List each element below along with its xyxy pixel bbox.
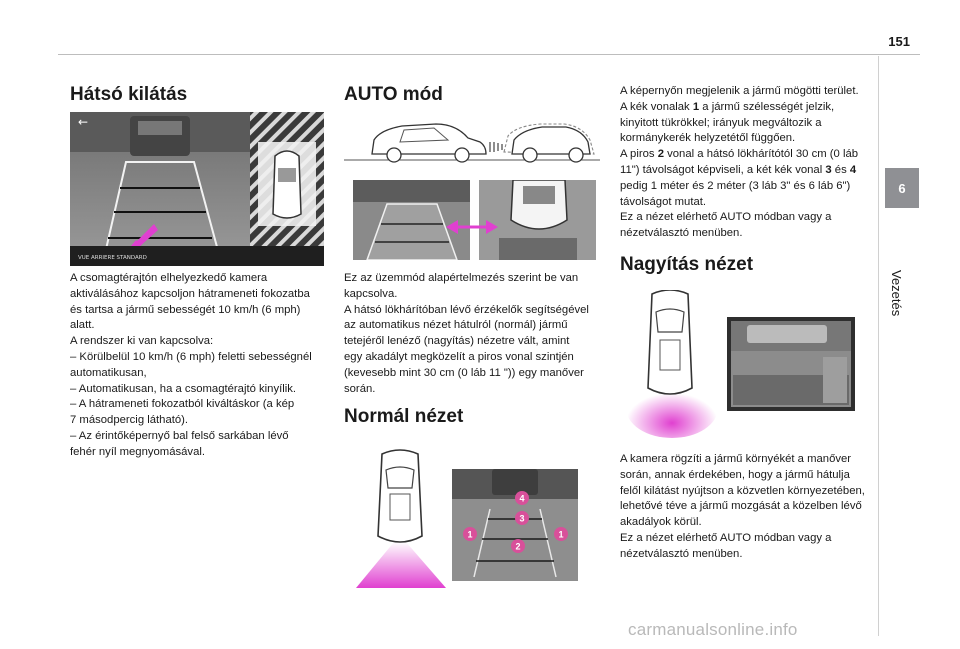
text-line: Ez az üzemmód alapértelmezés szerint be … — [344, 272, 579, 284]
text-line: lehetővé téve a jármű mozgását a közelbe… — [620, 500, 862, 513]
text-line: (kevesebb mint 30 cm (0 láb 11 ")) egy m… — [344, 366, 584, 379]
text-line: kapcsolva. — [344, 287, 398, 300]
right-body-text-top: A képernyőn megjelenik a jármű mögötti t… — [620, 84, 859, 242]
rear-view-camera-image — [353, 180, 470, 260]
text-line: – A hátrameneti fokozatból kiváltáskor (… — [70, 398, 295, 411]
text-line: fehér nyíl megnyomásával. — [70, 445, 205, 458]
guide-badge-1-right: 1 — [558, 530, 563, 540]
text-line: A kamera rögzíti a jármű környékét a man… — [620, 453, 852, 465]
chapter-title: Vezetés — [889, 270, 904, 317]
heading-zoom-view: Nagyítás nézet — [620, 254, 754, 275]
text-line: – Az érintőképernyő bal felső sarkában l… — [70, 429, 289, 442]
text-line: nézetválasztó menüben. — [620, 227, 743, 240]
svg-text:←: ← — [78, 115, 88, 129]
text-line: 11") távolságot képviseli, a két kék von… — [620, 163, 857, 176]
text-line: – Automatikusan, ha a csomagtérajtó kiny… — [70, 382, 297, 395]
text-line: A csomagtérajtón elhelyezkedő kamera — [70, 272, 268, 284]
text-line: Ez a nézet elérhető AUTO módban vagy a — [620, 531, 832, 544]
text-line: automatikusan, — [70, 366, 147, 379]
text-line: nézetválasztó menüben. — [620, 547, 743, 560]
text-line: A rendszer ki van kapcsolva: — [70, 335, 214, 348]
top-down-camera-image — [479, 180, 596, 260]
auto-mode-body-text: Ez az üzemmód alapértelmezés szerint be … — [344, 271, 589, 397]
heading-normal-view: Normál nézet — [344, 406, 464, 427]
text-line: akadályok körül. — [620, 516, 702, 529]
text-line: 7 másodpercig látható). — [70, 414, 189, 427]
chapter-number-tab[interactable]: 6 — [885, 168, 919, 208]
text-line: távolságot mutat. — [620, 195, 707, 208]
text-line: tetejéről lenéző (nagyítás) nézetre vált… — [344, 335, 570, 348]
car-side-sequence-image — [344, 112, 600, 168]
text-line: – Körülbelül 10 km/h (6 mph) feletti seb… — [70, 350, 312, 363]
guide-badge-4: 4 — [519, 494, 524, 504]
rear-camera-screen-image: ← VUE ARRIERE STANDARD — [70, 112, 324, 266]
heading-rear-view: Hátsó kilátás — [70, 84, 188, 105]
text-line: az automatikus nézet hátulról (normál) j… — [344, 319, 568, 332]
text-line: kinyitott tükrökkel; irányuk megváltozik… — [620, 116, 822, 129]
text-line: A kék vonalak 1 a jármű szélességét jelz… — [620, 100, 835, 113]
zoom-view-camera-image — [727, 317, 855, 411]
right-body-text-bottom: A kamera rögzíti a jármű környékét a man… — [620, 452, 865, 563]
text-line: és tartsa a jármű sebességét 10 km/h (6 … — [70, 303, 301, 316]
text-line: alatt. — [70, 319, 95, 332]
guide-badge-1-left: 1 — [467, 530, 472, 540]
guide-badge-2: 2 — [515, 542, 520, 552]
text-line: egy akadályt megközelít a piros vonal sz… — [344, 350, 574, 363]
screen-view-banner: VUE ARRIERE STANDARD — [78, 255, 147, 261]
text-line: Ez a nézet elérhető AUTO módban vagy a — [620, 211, 832, 224]
header-divider — [58, 54, 920, 55]
text-line: során, annak érdekében, hogy a jármű hát… — [620, 468, 850, 481]
text-line: felől kilátást nyújtson a közvetlen körn… — [620, 484, 865, 497]
view-switch-arrow-icon — [444, 218, 500, 236]
watermark-text: carmanualsonline.info — [628, 620, 798, 639]
zoom-view-car-topdown-image — [620, 290, 720, 440]
text-line: során. — [344, 382, 376, 395]
heading-auto-mode: AUTO mód — [344, 84, 443, 105]
side-divider — [878, 56, 879, 636]
normal-view-guide-lines-image: 4 3 1 1 2 — [452, 469, 578, 581]
text-line: A piros 2 vonal a hátsó lökhárítótól 30 … — [620, 148, 859, 161]
text-line: A képernyőn megjelenik a jármű mögötti t… — [620, 85, 859, 97]
left-body-text: A csomagtérajtón elhelyezkedő kamera akt… — [70, 271, 312, 461]
page-number: 151 — [888, 34, 910, 49]
guide-badge-3: 3 — [519, 514, 524, 524]
text-line: pedig 1 méter és 2 méter (3 láb 3" és 6 … — [620, 179, 851, 192]
normal-view-car-topdown-image — [352, 448, 448, 592]
text-line: aktiválásához kapcsoljon hátrameneti fok… — [70, 287, 310, 300]
text-line: A hátsó lökhárítóban lévő érzékelők segí… — [344, 303, 589, 316]
text-line: kormánykerék helyzetétől függően. — [620, 132, 796, 145]
